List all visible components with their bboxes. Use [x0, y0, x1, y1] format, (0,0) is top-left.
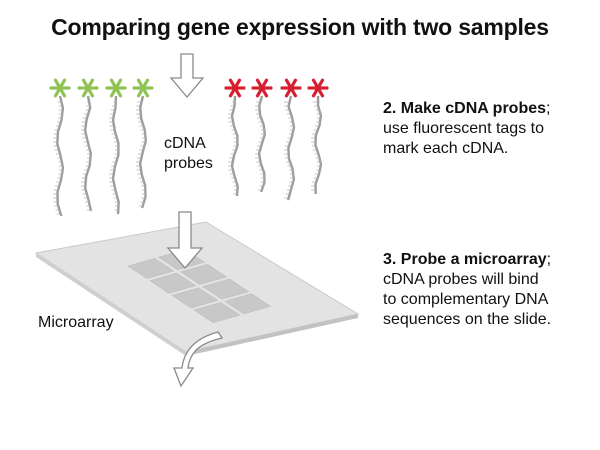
asterisk-icon — [132, 78, 154, 98]
asterisk-icon — [49, 78, 71, 98]
asterisk-icon — [280, 78, 302, 98]
array-spot — [127, 258, 175, 279]
step-2-text: 2. Make cDNA probes; use fluorescent tag… — [383, 99, 598, 159]
step-3-line-2: to complementary DNA — [383, 291, 549, 308]
microarray-label: Microarray — [38, 314, 114, 331]
asterisk-icon — [77, 78, 99, 98]
step-3-line-1: cDNA probes will bind — [383, 271, 539, 288]
array-spot — [224, 293, 272, 315]
step-2-separator: ; — [546, 100, 551, 117]
array-spot — [180, 263, 228, 285]
cdna-probe — [105, 78, 127, 215]
probe-to-slide-arrow-icon — [166, 211, 204, 270]
array-spot — [193, 302, 241, 324]
red-cdna-probes — [224, 78, 329, 201]
step-2-heading: 2. Make cDNA probes — [383, 100, 547, 117]
cdna-label-line2: probes — [164, 155, 213, 172]
asterisk-icon — [105, 78, 127, 98]
cdna-probe — [77, 78, 99, 212]
step-3-separator: ; — [546, 251, 552, 268]
cdna-probe — [251, 78, 273, 193]
cdna-probe — [307, 78, 329, 195]
step-3-text: 3. Probe a microarray; cDNA probes will … — [383, 250, 598, 330]
array-spot — [202, 278, 250, 300]
step-3-line-3: sequences on the slide. — [383, 311, 552, 328]
asterisk-icon — [251, 78, 273, 98]
curved-down-arrow-icon — [173, 331, 224, 388]
cdna-probe — [49, 78, 71, 217]
asterisk-icon — [224, 78, 246, 98]
top-down-arrow-icon — [169, 53, 205, 99]
step-3-heading: 3. Probe a microarray — [383, 251, 547, 268]
asterisk-icon — [307, 78, 329, 98]
step-2-line-2: mark each cDNA. — [383, 140, 509, 157]
diagram-title: Comparing gene expression with two sampl… — [51, 14, 549, 40]
step-2-line-1: use fluorescent tags to — [383, 120, 544, 137]
cdna-probe — [280, 78, 302, 201]
cdna-probes-label: cDNA probes — [164, 134, 213, 174]
array-spot — [149, 272, 197, 294]
array-spot — [171, 287, 219, 309]
cdna-probe — [224, 78, 246, 197]
microarray-slide — [34, 221, 360, 356]
cdna-label-line1: cDNA — [164, 135, 206, 152]
cdna-probe — [132, 78, 154, 209]
green-cdna-probes — [49, 78, 154, 217]
